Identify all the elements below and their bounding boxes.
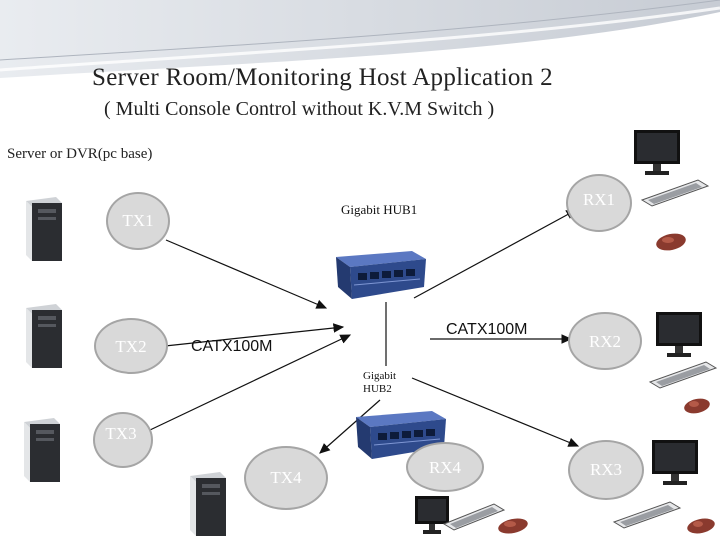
hub1-label: Gigabit HUB1 (341, 202, 418, 217)
section-label: Server or DVR(pc base) (7, 146, 153, 162)
hub2-label-line1: Gigabit (363, 370, 396, 382)
rx1-node: RX1 (566, 174, 632, 232)
rx3-node: RX3 (568, 440, 644, 500)
mouse-icon (687, 518, 715, 534)
hub2-label-line2: HUB2 (363, 383, 392, 395)
tx4-label: TX4 (270, 468, 302, 487)
tx1-label: TX1 (122, 211, 154, 230)
server-tower-icon (24, 418, 60, 482)
link-tx3-hub (149, 334, 352, 431)
catx-right-label: CATX100M (446, 321, 528, 338)
server-tower-icon (26, 304, 62, 368)
rx2-node: RX2 (568, 312, 642, 370)
tx3-node: TX3 (93, 412, 153, 468)
rx4-label: RX4 (428, 458, 462, 477)
tx4-node: TX4 (244, 446, 328, 510)
server-tower-icon (26, 197, 62, 261)
monitor-icon (634, 130, 680, 175)
keyboard-icon (640, 179, 710, 207)
monitor-icon (656, 312, 702, 357)
tx2-label: TX2 (115, 337, 147, 356)
hub2-label: Gigabit HUB2 (363, 370, 396, 396)
keyboard-icon (442, 503, 506, 531)
gigabit-hub1-icon (336, 251, 426, 299)
keyboard-icon (648, 361, 718, 389)
link-tx2-hub (164, 323, 345, 347)
server-tower-icon (190, 472, 226, 536)
rx3-label: RX3 (589, 460, 623, 479)
header-swoosh-decoration (0, 0, 720, 78)
mouse-icon (684, 398, 710, 414)
tx1-node: TX1 (106, 192, 170, 250)
rx4-node: RX4 (406, 442, 484, 492)
mouse-icon (656, 233, 686, 251)
catx-left-label: CATX100M (191, 338, 273, 355)
monitor-icon (652, 440, 698, 485)
tx2-node: TX2 (94, 318, 168, 374)
page-subtitle: ( Multi Console Control without K.V.M Sw… (104, 98, 495, 120)
mouse-icon (498, 518, 528, 534)
tx3-label: TX3 (105, 424, 137, 443)
page-title: Server Room/Monitoring Host Application … (92, 64, 553, 91)
monitor-icon (415, 496, 449, 534)
link-hub-rx3 (411, 377, 580, 447)
link-hub-rx1 (413, 209, 578, 299)
rx2-label: RX2 (588, 332, 622, 351)
link-hub-tx4 (319, 399, 381, 454)
link-tx1-hub (165, 239, 328, 309)
keyboard-icon (612, 501, 682, 529)
rx1-label: RX1 (582, 190, 616, 209)
